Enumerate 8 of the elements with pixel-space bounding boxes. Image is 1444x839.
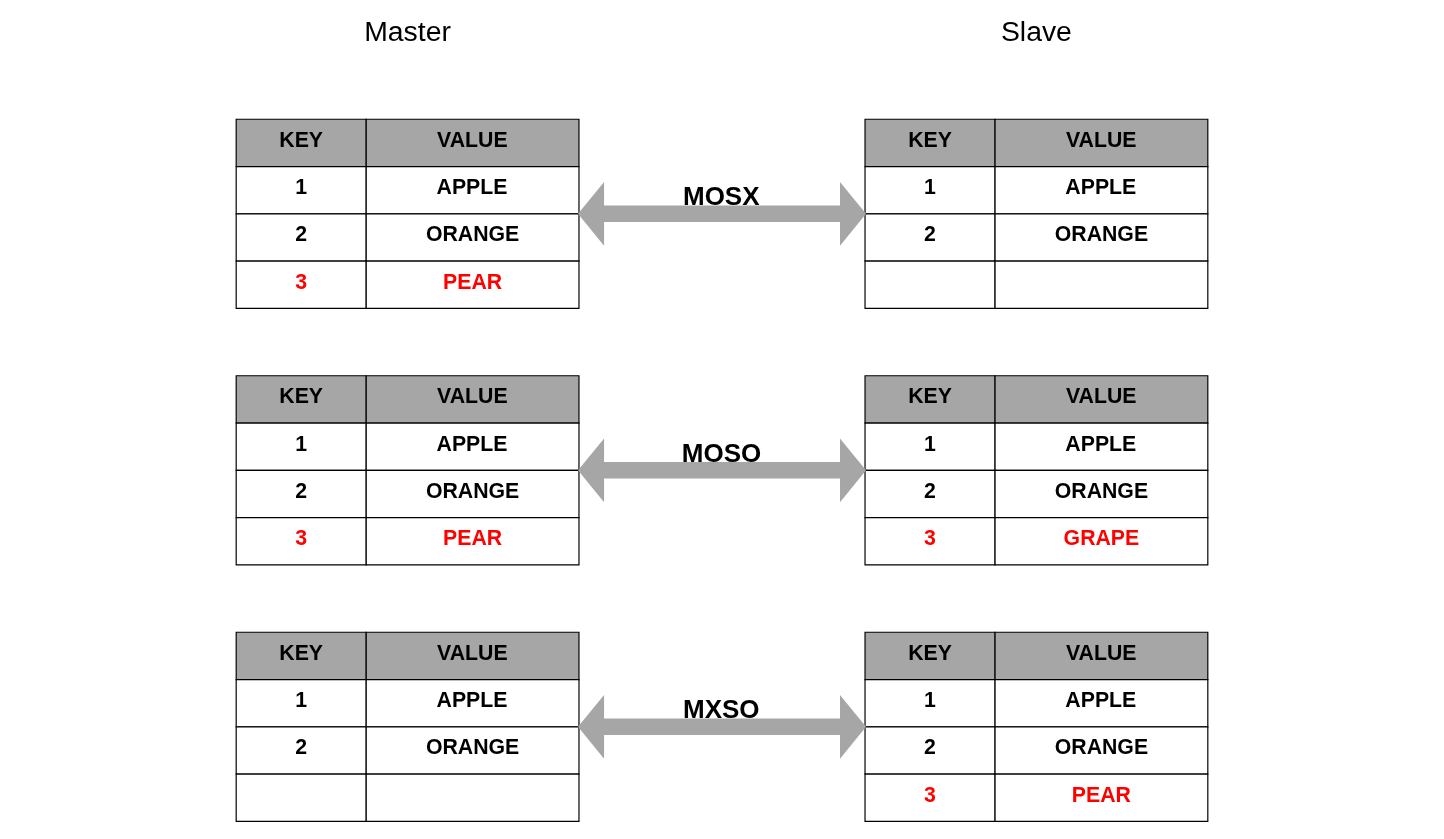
label: Master bbox=[364, 15, 451, 48]
arrow bbox=[578, 438, 867, 503]
edge-label: MXSO bbox=[682, 694, 760, 725]
arrow bbox=[578, 181, 867, 246]
label: Slave bbox=[1000, 15, 1072, 48]
arrow bbox=[578, 694, 867, 759]
edge-label: MOSO bbox=[681, 437, 762, 468]
edge-label: MOSX bbox=[682, 181, 760, 212]
